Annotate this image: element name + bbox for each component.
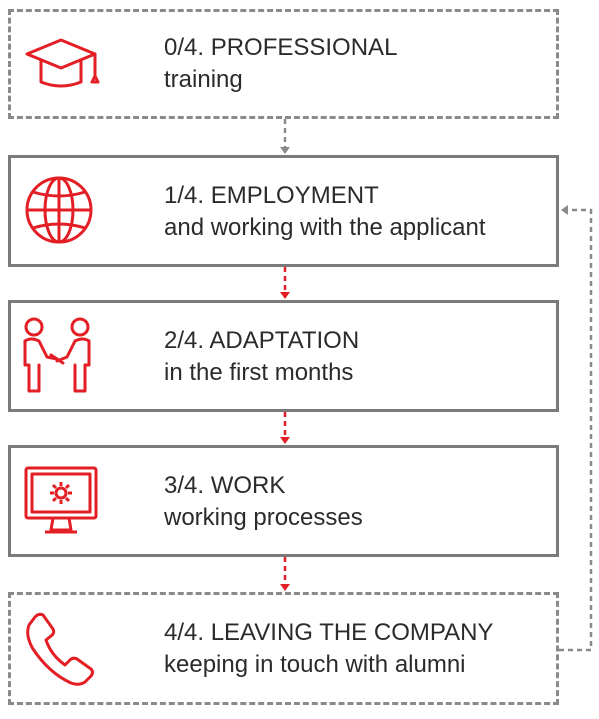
step-title: 4/4. LEAVING THE COMPANY: [164, 619, 494, 646]
connector-arrow-2-3: [280, 412, 290, 444]
step-title: 1/4. EMPLOYMENT: [164, 182, 379, 209]
step-box-professional: 0/4. PROFESSIONAL training: [8, 9, 559, 119]
step-text-leaving: 4/4. LEAVING THE COMPANY keeping in touc…: [164, 617, 493, 681]
step-box-adaptation: 2/4. ADAPTATION in the first months: [8, 300, 559, 412]
step-title: 0/4. PROFESSIONAL: [164, 34, 398, 61]
step-text-adaptation: 2/4. ADAPTATION in the first months: [164, 325, 359, 389]
step-subtitle: and working with the applicant: [164, 214, 486, 241]
step-title: 2/4. ADAPTATION: [164, 327, 360, 354]
globe-icon: [19, 170, 99, 250]
step-box-leaving: 4/4. LEAVING THE COMPANY keeping in touc…: [8, 592, 559, 705]
connector-loop-back-4-1: [559, 205, 593, 652]
step-subtitle: working processes: [164, 504, 363, 531]
connector-arrow-3-4: [280, 557, 290, 591]
step-subtitle: in the first months: [164, 359, 354, 386]
graduation-cap-icon: [21, 24, 101, 104]
monitor-gear-icon: [21, 460, 101, 540]
step-subtitle: training: [164, 66, 243, 93]
step-text-work: 3/4. WORK working processes: [164, 470, 363, 534]
step-box-employment: 1/4. EMPLOYMENT and working with the app…: [8, 155, 559, 267]
step-text-employment: 1/4. EMPLOYMENT and working with the app…: [164, 180, 486, 244]
handshake-icon: [17, 315, 97, 395]
step-box-work: 3/4. WORK working processes: [8, 445, 559, 557]
step-title: 3/4. WORK: [164, 472, 286, 499]
step-text-professional: 0/4. PROFESSIONAL training: [164, 32, 397, 96]
connector-arrow-0-1: [280, 119, 290, 154]
connector-arrow-1-2: [280, 267, 290, 299]
step-subtitle: keeping in touch with alumni: [164, 651, 466, 678]
phone-icon: [21, 609, 101, 689]
